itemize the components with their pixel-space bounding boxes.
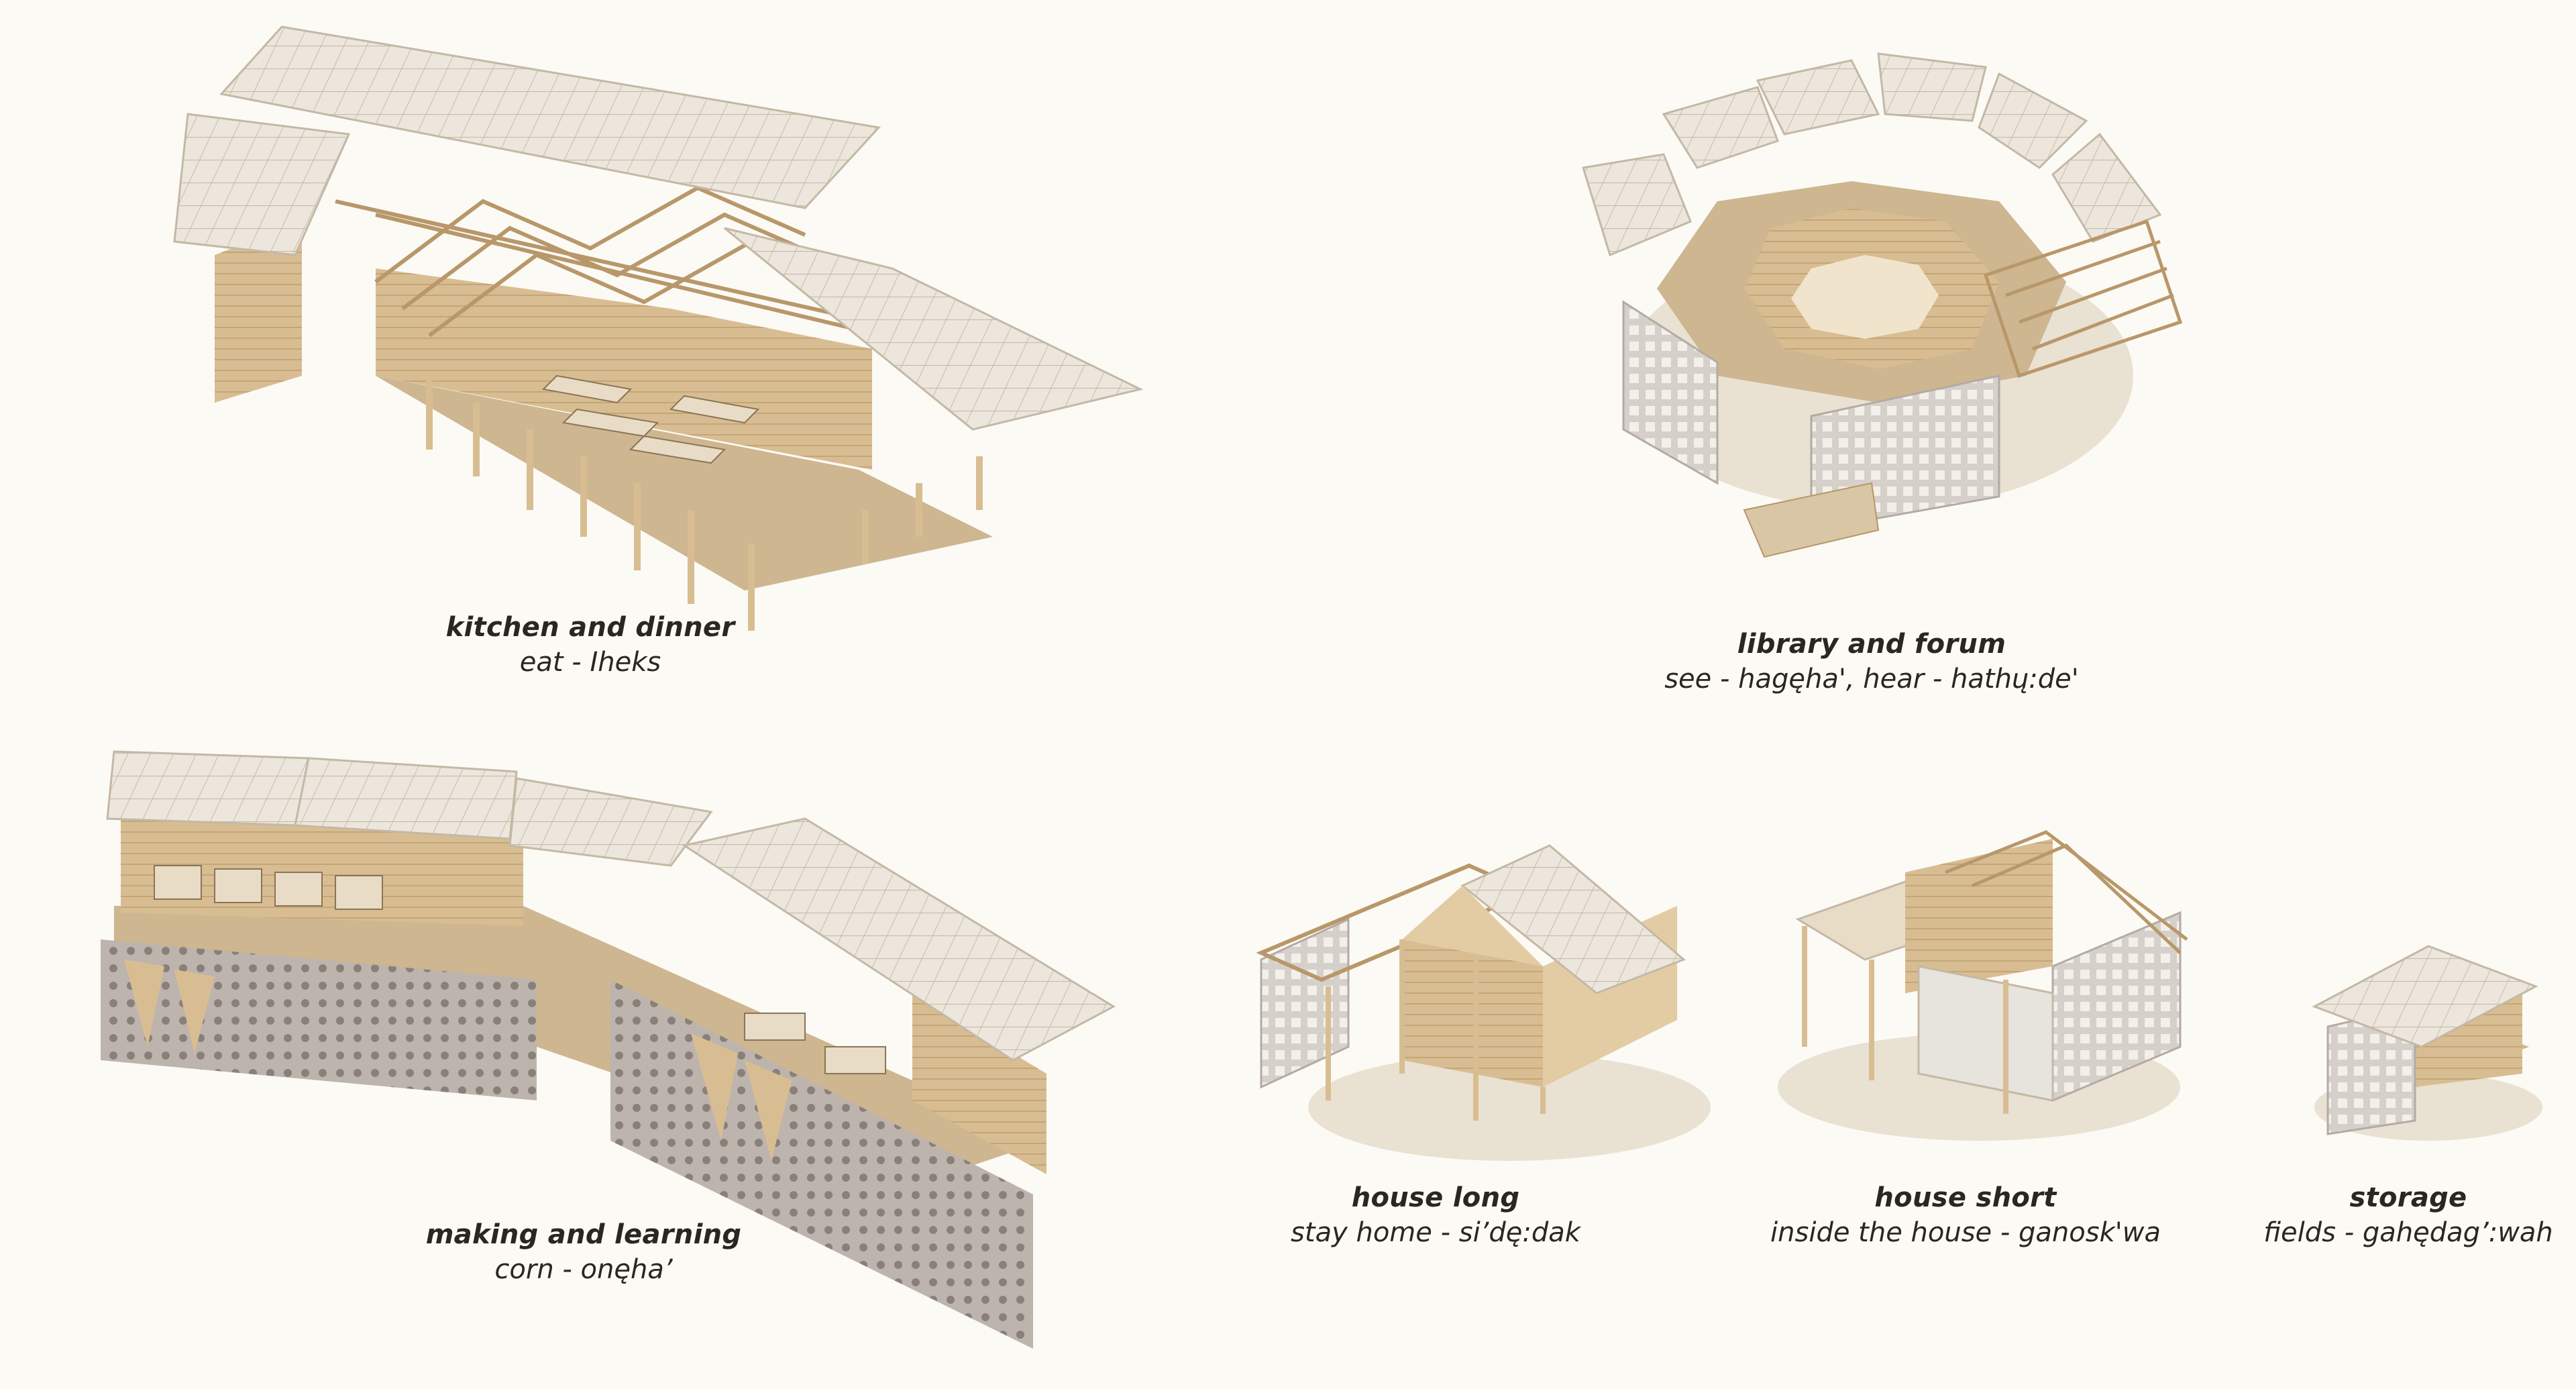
house-long-shadow: [1308, 1053, 1711, 1161]
caption-library-and-forum: library and forum see - hagęha', hear - …: [1617, 629, 2127, 694]
kitchen-roof-back: [219, 25, 881, 209]
making-workbenches: [154, 865, 886, 1074]
making-wall-aperture-center-2: [745, 1060, 792, 1161]
caption-storage: storage fields - gahędag’:wah: [2254, 1182, 2563, 1248]
caption-making-and-learning: making and learning corn - onęha’: [402, 1219, 765, 1285]
house-long-wall-front: [1402, 939, 1543, 1087]
caption-subtitle: inside the house - ganosk'wa: [1770, 1217, 2161, 1248]
caption-title: house short: [1874, 1182, 2057, 1213]
storage-building: [2312, 945, 2542, 1141]
kitchen-roof-front: [724, 227, 1144, 431]
caption-title: library and forum: [1737, 629, 2006, 660]
making-wall-aperture-center: [691, 1033, 738, 1141]
house-long-roof: [1460, 844, 1686, 994]
kitchen-roof-left: [173, 113, 351, 256]
house-long-building: [1256, 844, 1711, 1161]
caption-title: storage: [2349, 1182, 2467, 1213]
caption-house-short: house short inside the house - ganosk'wa: [1758, 1182, 2174, 1248]
making-wall-aperture-right: [174, 970, 215, 1053]
making-wall-aperture-left: [124, 960, 164, 1047]
storage-roof: [2312, 945, 2538, 1048]
making-side-wall: [912, 993, 1046, 1174]
caption-kitchen-and-dinner: kitchen and dinner eat - Iheks: [416, 612, 765, 678]
caption-title: making and learning: [425, 1219, 742, 1250]
kitchen-posts: [426, 376, 983, 631]
library-ramp: [1743, 482, 1880, 558]
kitchen-side-wall: [215, 221, 302, 403]
library-screen-wall-left: [1622, 300, 1719, 485]
kitchen-and-dinner-building: [173, 25, 1144, 631]
caption-subtitle: fields - gahędag’:wah: [2263, 1217, 2553, 1248]
house-short-posts: [1802, 926, 2008, 1114]
house-long-gable: [1402, 886, 1543, 966]
caption-subtitle: see - hagęha', hear - hathų:de': [1664, 664, 2079, 694]
making-and-learning-building: [101, 750, 1116, 1349]
library-and-forum-building: [1582, 52, 2183, 558]
caption-house-long: house long stay home - si’dę:dak: [1261, 1182, 1610, 1248]
house-short-wall-back: [1905, 839, 2053, 993]
caption-title: house long: [1351, 1182, 1520, 1213]
library-courtyard: [1791, 255, 1939, 339]
house-short-frame: [1945, 830, 2188, 954]
house-long-posts: [1326, 939, 1546, 1121]
caption-subtitle: stay home - si’dę:dak: [1291, 1217, 1580, 1248]
library-roof-segments: [1582, 52, 2162, 257]
house-short-building: [1778, 830, 2188, 1141]
caption-subtitle: corn - onęha’: [494, 1254, 673, 1285]
kitchen-tables: [541, 374, 760, 464]
caption-subtitle: eat - Iheks: [519, 647, 661, 678]
caption-title: kitchen and dinner: [445, 612, 735, 643]
making-roof-segments: [106, 750, 1116, 1062]
house-long-lattice-screen: [1260, 917, 1350, 1089]
library-frame: [1983, 219, 2183, 378]
